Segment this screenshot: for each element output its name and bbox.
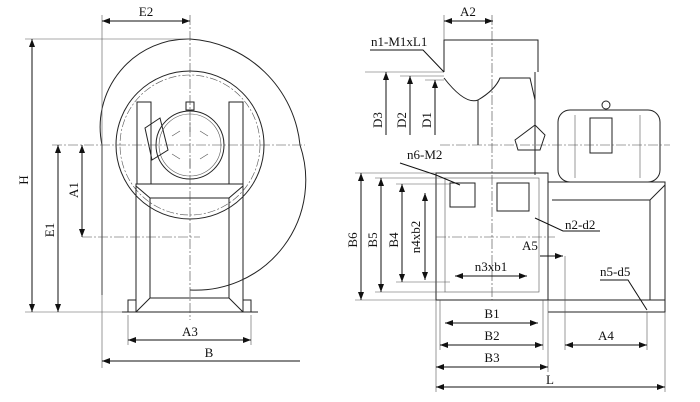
- side-view: A2 n1-M1xL1 D3 D2 D1 n6-M2 B6 B5 B4 n4xb…: [345, 4, 670, 392]
- label-b6: B6: [345, 232, 360, 248]
- front-view: E2 H E1 A1 A3 B: [16, 4, 307, 368]
- label-n6-m2: n6-M2: [407, 147, 442, 162]
- label-l: L: [546, 372, 554, 387]
- label-d1: D1: [419, 112, 434, 128]
- label-n1-m1xl1: n1-M1xL1: [371, 34, 427, 49]
- label-a4: A4: [598, 328, 614, 343]
- label-e2: E2: [139, 4, 153, 19]
- label-a2: A2: [460, 4, 476, 19]
- label-b2: B2: [484, 328, 499, 343]
- label-d2: D2: [394, 112, 409, 128]
- stand: [135, 183, 244, 313]
- label-b5: B5: [365, 232, 380, 247]
- label-a3: A3: [182, 324, 198, 339]
- scroll-casing: [99, 38, 307, 291]
- label-d3: D3: [370, 112, 385, 128]
- motor: [557, 109, 661, 183]
- label-a5: A5: [522, 238, 538, 253]
- label-b3: B3: [484, 350, 499, 365]
- label-n5-d5: n5-d5: [600, 264, 630, 279]
- label-h: H: [16, 175, 31, 184]
- label-n4xb2: n4xb2: [408, 221, 423, 254]
- label-b: B: [205, 345, 214, 360]
- hub: [514, 124, 546, 151]
- label-n2-d2: n2-d2: [565, 217, 595, 232]
- label-b4: B4: [386, 232, 401, 248]
- label-n3xb1: n3xb1: [475, 259, 508, 274]
- label-a1: A1: [66, 182, 81, 198]
- outlet-frame: [435, 172, 549, 301]
- label-b1: B1: [484, 306, 499, 321]
- label-e1: E1: [42, 223, 57, 237]
- inlet-box: [443, 39, 539, 72]
